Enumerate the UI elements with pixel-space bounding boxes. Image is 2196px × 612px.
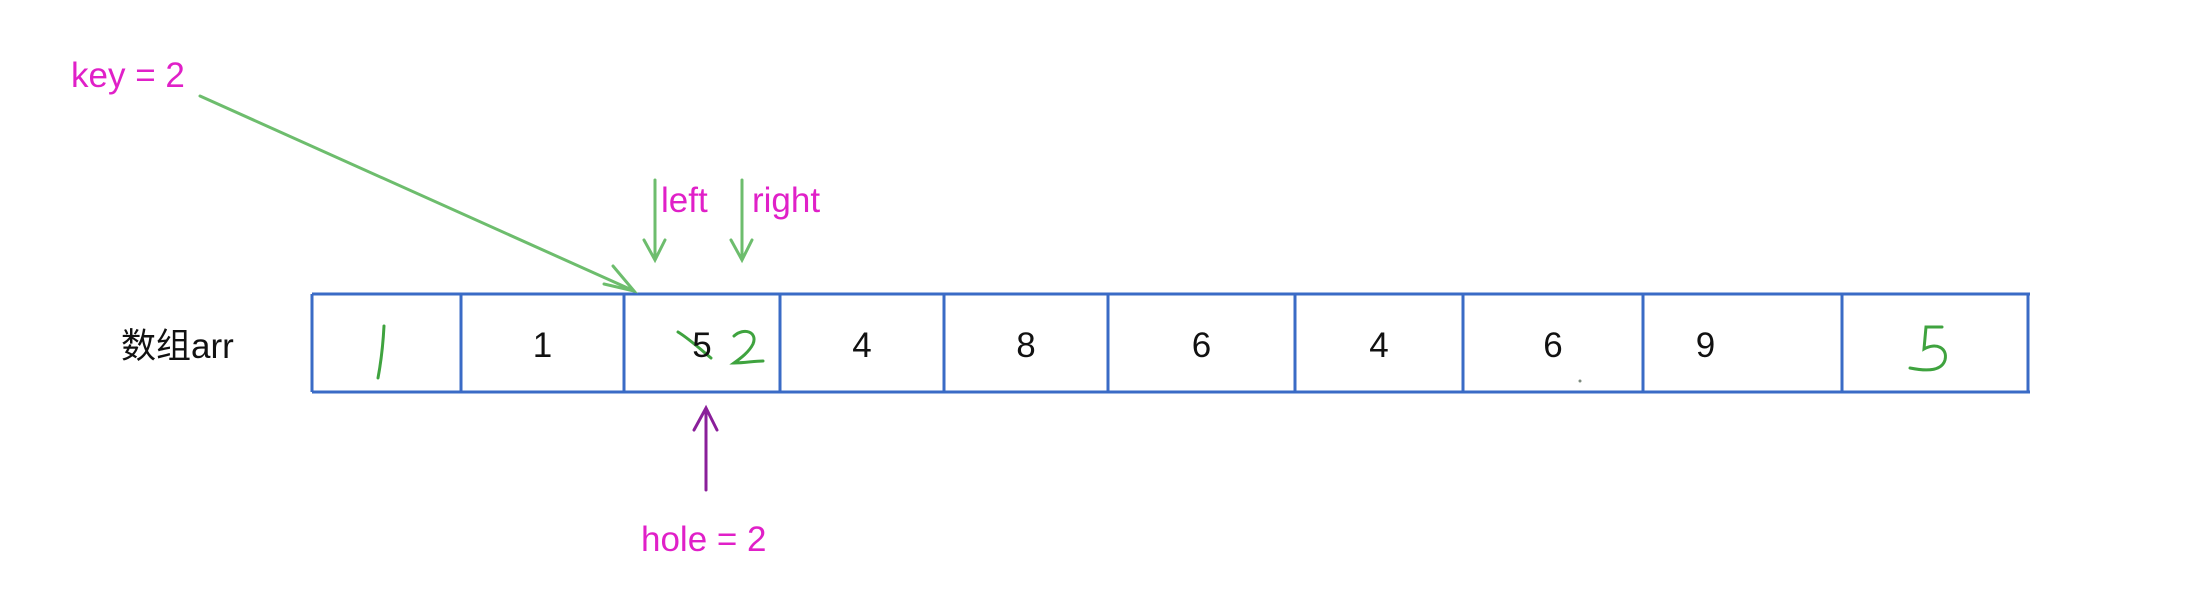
hole-arrow	[692, 404, 719, 492]
right-pointer-label: right	[752, 181, 821, 220]
array-cell-value: 4	[1369, 326, 1389, 365]
array-cell-value: 4	[852, 326, 872, 365]
handwritten-note-cell-9	[1908, 325, 1947, 372]
array-name-label: 数组arr	[121, 327, 234, 366]
array-cell-value: 5	[692, 326, 712, 365]
array-cell-value: 1	[532, 326, 553, 365]
stray-dot	[1578, 379, 1582, 383]
array-cell-value: 6	[1543, 326, 1563, 365]
array-cell-value: 6	[1191, 326, 1212, 365]
handwritten-note-cell-2	[729, 329, 765, 365]
key-arrow	[198, 94, 639, 294]
strike-mark-cell-2	[676, 330, 713, 360]
array-box	[310, 292, 2030, 394]
array-cell-value: 8	[1016, 326, 1036, 365]
left-arrow	[642, 178, 667, 264]
left-pointer-label: left	[661, 181, 708, 220]
array-cell-value: 9	[1695, 326, 1716, 365]
handwritten-note-cell-0	[376, 324, 386, 380]
right-arrow	[729, 178, 754, 264]
key-label: key = 2	[71, 56, 185, 95]
hole-label: hole = 2	[641, 520, 767, 559]
